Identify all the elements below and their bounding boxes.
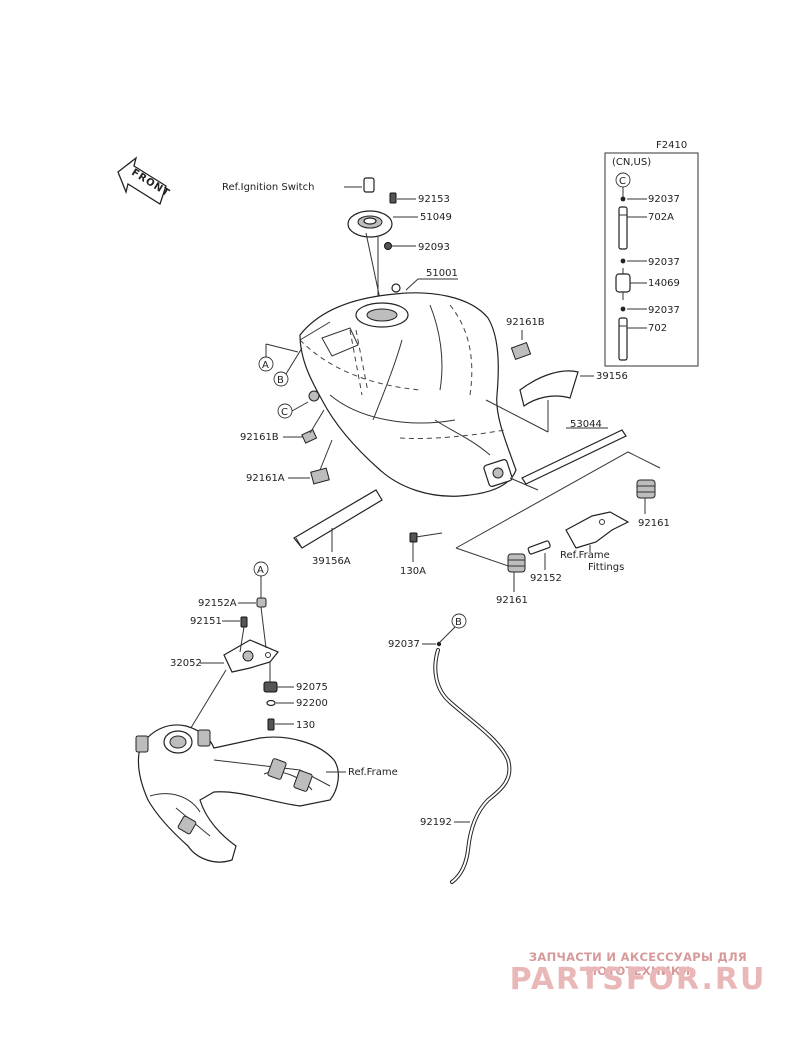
motorcycle-frame: [135, 724, 339, 863]
label-ref-frame: Ref.Frame: [348, 767, 398, 778]
washer-92200: [266, 699, 276, 707]
pad-39156A: [293, 489, 383, 549]
label-51001: 51001: [426, 268, 458, 279]
bolt-130A: [409, 532, 443, 543]
svg-text:A: A: [257, 565, 264, 576]
bolt-92151: [240, 616, 248, 628]
label-53044: 53044: [570, 419, 602, 430]
label-92161B-left: 92161B: [240, 432, 279, 443]
label-92093: 92093: [418, 242, 450, 253]
label-92037-3: 92037: [648, 305, 680, 316]
label-ref-ignition-switch: Ref.Ignition Switch: [222, 182, 314, 193]
callout-c-box: C: [615, 172, 631, 188]
damper-92161A: [310, 467, 330, 485]
damper-92075: [263, 681, 278, 693]
svg-text:C: C: [281, 407, 288, 418]
label-51049: 51049: [420, 212, 452, 223]
label-130: 130: [296, 720, 315, 731]
label-92161A: 92161A: [246, 473, 285, 484]
label-92037-2: 92037: [648, 257, 680, 268]
label-39156: 39156: [596, 371, 628, 382]
market-variant-box: [604, 152, 699, 367]
label-39156A: 39156A: [312, 556, 351, 567]
callout-c-tank: C: [277, 403, 293, 419]
front-arrow-icon: FRONT: [117, 156, 172, 205]
damper-92161B-right: [510, 341, 532, 361]
figure-code: F2410: [656, 140, 687, 151]
label-ref-frame-fittings-1: Ref.Frame: [560, 550, 610, 561]
label-92153: 92153: [418, 194, 450, 205]
callout-a-bracket: A: [253, 561, 269, 577]
label-92037-hose: 92037: [388, 639, 420, 650]
frame-fittings-bracket: [565, 511, 630, 549]
watermark-brand: PARTSFOR.RU: [509, 962, 767, 997]
label-92161-bottom: 92161: [496, 595, 528, 606]
label-92151: 92151: [190, 616, 222, 627]
label-702: 702: [648, 323, 667, 334]
label-92200: 92200: [296, 698, 328, 709]
label-92037-1: 92037: [648, 194, 680, 205]
market-variant-note: (CN,US): [612, 157, 651, 168]
watermark-tagline: ЗАПЧАСТИ И АКСЕССУАРЫ ДЛЯ МОТОТЕХНИКИ: [528, 950, 748, 978]
screw-92153: [389, 192, 397, 204]
callout-a-tank: A: [258, 356, 274, 372]
ignition-key-cylinder: [363, 177, 375, 193]
label-92075: 92075: [296, 682, 328, 693]
pad-39156: [519, 370, 579, 408]
rubber-92161-bottom: [507, 553, 526, 573]
damper-92161B-left: [301, 429, 318, 444]
svg-text:A: A: [262, 360, 269, 371]
label-14069: 14069: [648, 278, 680, 289]
label-32052: 32052: [170, 658, 202, 669]
label-702A: 702A: [648, 212, 674, 223]
label-92161B-right: 92161B: [506, 317, 545, 328]
label-130A: 130A: [400, 566, 426, 577]
rubber-92161-right: [636, 479, 656, 499]
fuel-tank-51001: [299, 283, 517, 497]
fuel-cap-51049: [347, 210, 393, 238]
spacer-92152: [527, 540, 551, 555]
seal-strip-53044: [521, 429, 627, 485]
label-92161-right: 92161: [638, 518, 670, 529]
svg-text:C: C: [619, 176, 626, 187]
label-92152: 92152: [530, 573, 562, 584]
label-92192: 92192: [420, 817, 452, 828]
o-ring-92093: [384, 242, 392, 250]
spacer-92152A: [256, 597, 267, 608]
callout-b-hose: B: [451, 613, 467, 629]
svg-text:B: B: [277, 375, 284, 386]
label-92152A: 92152A: [198, 598, 237, 609]
svg-text:B: B: [455, 617, 462, 628]
bolt-130: [267, 718, 275, 731]
callout-b-tank: B: [273, 371, 289, 387]
label-ref-frame-fittings-2: Fittings: [588, 562, 624, 573]
drain-hose-92192: [433, 648, 512, 884]
